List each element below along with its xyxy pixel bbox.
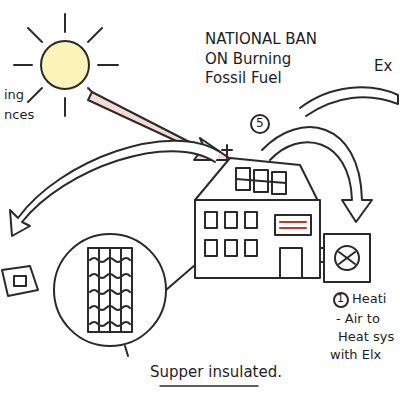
cut-off-note: nces — [4, 108, 34, 122]
flow-arrow-left — [10, 141, 220, 236]
cut-off-note: Ex — [374, 58, 392, 75]
flow-arrow-right — [300, 87, 398, 116]
callout-circle — [334, 293, 348, 307]
insulation-detail — [54, 234, 195, 356]
callout-circle — [251, 115, 269, 133]
flow-arrow-down-right — [262, 127, 372, 222]
heating-note: - Air to — [336, 312, 380, 326]
callout-number: 5 — [256, 117, 264, 130]
heating-note: Heat sys — [338, 330, 394, 344]
callout-number: 1 — [337, 293, 344, 305]
heating-note: with Elx — [330, 348, 381, 362]
cut-off-note: ing — [4, 88, 24, 102]
appliance — [2, 266, 38, 296]
heat-pump — [320, 234, 370, 282]
heating-note: Heati — [352, 292, 386, 306]
insulation-note: Supper insulated. — [150, 364, 282, 381]
sun — [41, 41, 89, 89]
title-note: NATIONAL BAN ON Burning Fossil Fuel — [205, 30, 335, 89]
house — [195, 145, 320, 278]
underline — [160, 385, 258, 387]
